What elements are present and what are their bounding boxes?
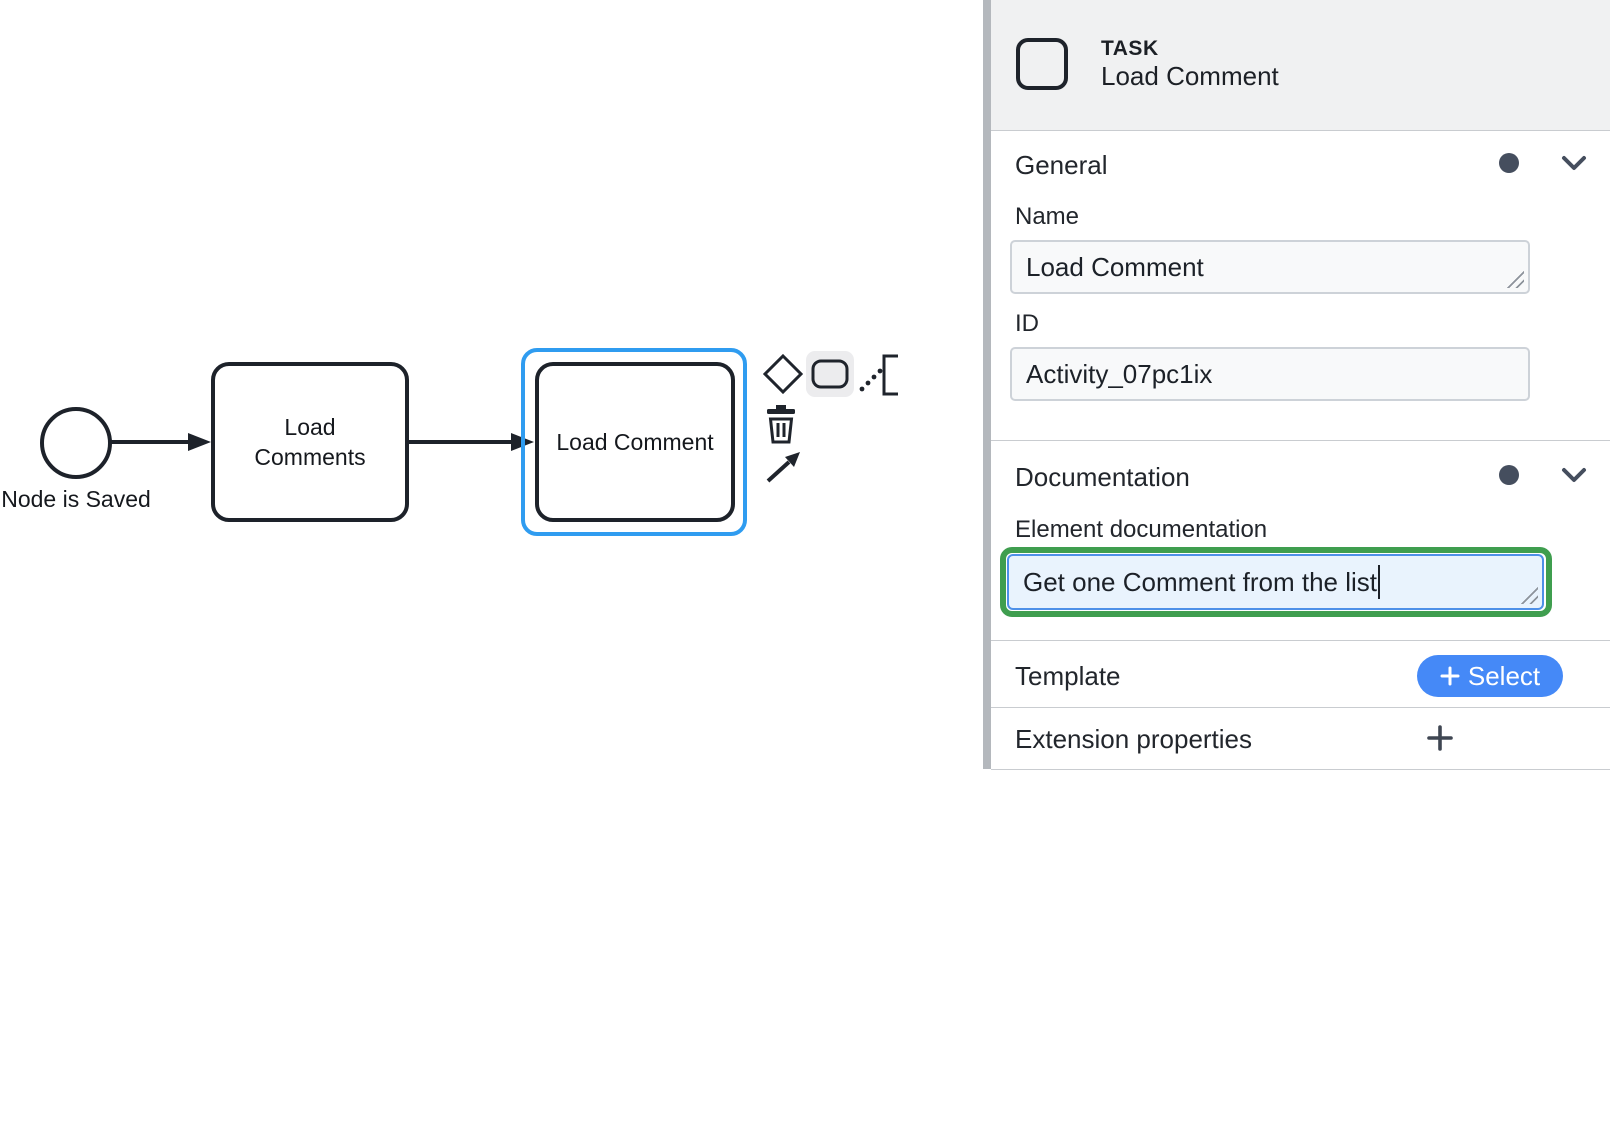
divider bbox=[991, 707, 1610, 708]
selection-outline bbox=[521, 348, 747, 536]
chevron-down-icon[interactable] bbox=[1561, 155, 1587, 171]
task-shape-glyph bbox=[811, 359, 849, 389]
element-documentation-label: Element documentation bbox=[1015, 516, 1268, 543]
task-label-line: Load Comment bbox=[556, 429, 714, 455]
divider bbox=[991, 130, 1610, 131]
divider bbox=[991, 769, 1610, 770]
properties-panel: TASK Load Comment General Name Load Comm… bbox=[983, 0, 1610, 1140]
name-field-label: Name bbox=[1015, 203, 1080, 230]
task-label-line: Comments bbox=[254, 444, 366, 470]
element-name-title: Load Comment bbox=[1101, 61, 1279, 91]
task-load-comment[interactable]: Load Comment bbox=[535, 362, 735, 522]
panel-resize-handle[interactable] bbox=[983, 0, 991, 769]
append-text-annotation-icon[interactable] bbox=[858, 352, 900, 396]
section-header-general[interactable]: General bbox=[1015, 150, 1108, 180]
chevron-down-icon[interactable] bbox=[1561, 467, 1587, 483]
id-field-label: ID bbox=[1015, 310, 1039, 337]
select-button-label: Select bbox=[1467, 660, 1541, 691]
add-extension-property-button[interactable] bbox=[1427, 725, 1453, 751]
start-event-shape[interactable] bbox=[40, 407, 112, 479]
section-status-dot bbox=[1499, 465, 1519, 485]
task-type-icon bbox=[1016, 38, 1068, 90]
documentation-input[interactable]: Get one Comment from the list bbox=[1007, 554, 1544, 610]
divider bbox=[991, 440, 1610, 441]
section-header-documentation[interactable]: Documentation bbox=[1015, 462, 1190, 492]
sequence-flows bbox=[110, 433, 534, 451]
panel-header: TASK Load Comment bbox=[991, 0, 1610, 130]
text-caret bbox=[1378, 565, 1381, 599]
template-select-button[interactable]: Select bbox=[1417, 655, 1563, 697]
resize-grip-icon[interactable] bbox=[1518, 584, 1538, 604]
section-header-template: Template bbox=[1015, 661, 1121, 691]
resize-grip-icon[interactable] bbox=[1504, 268, 1524, 288]
documentation-input-value: Get one Comment from the list bbox=[1023, 566, 1378, 597]
task-label-line: Load bbox=[284, 414, 336, 440]
name-input[interactable]: Load Comment bbox=[1010, 240, 1530, 294]
start-event-label: Node is Saved bbox=[1, 486, 151, 512]
id-input-value: Activity_07pc1ix bbox=[1026, 358, 1213, 389]
connect-icon[interactable] bbox=[764, 449, 804, 485]
plus-icon bbox=[1440, 666, 1460, 686]
name-input-value: Load Comment bbox=[1026, 251, 1204, 282]
section-header-extension-properties: Extension properties bbox=[1015, 724, 1253, 754]
task-load-comments[interactable]: Load Comments bbox=[211, 362, 409, 522]
divider bbox=[991, 640, 1610, 641]
delete-icon[interactable] bbox=[764, 405, 798, 445]
append-task-icon[interactable] bbox=[806, 351, 854, 397]
id-input[interactable]: Activity_07pc1ix bbox=[1010, 347, 1530, 401]
bpmn-canvas[interactable]: Node is Saved Load Comments Load Comment bbox=[0, 0, 983, 1140]
section-status-dot bbox=[1499, 153, 1519, 173]
element-type-label: TASK bbox=[1101, 37, 1159, 60]
append-gateway-icon[interactable] bbox=[762, 353, 804, 395]
documentation-input-focus-ring: Get one Comment from the list bbox=[1000, 547, 1552, 617]
